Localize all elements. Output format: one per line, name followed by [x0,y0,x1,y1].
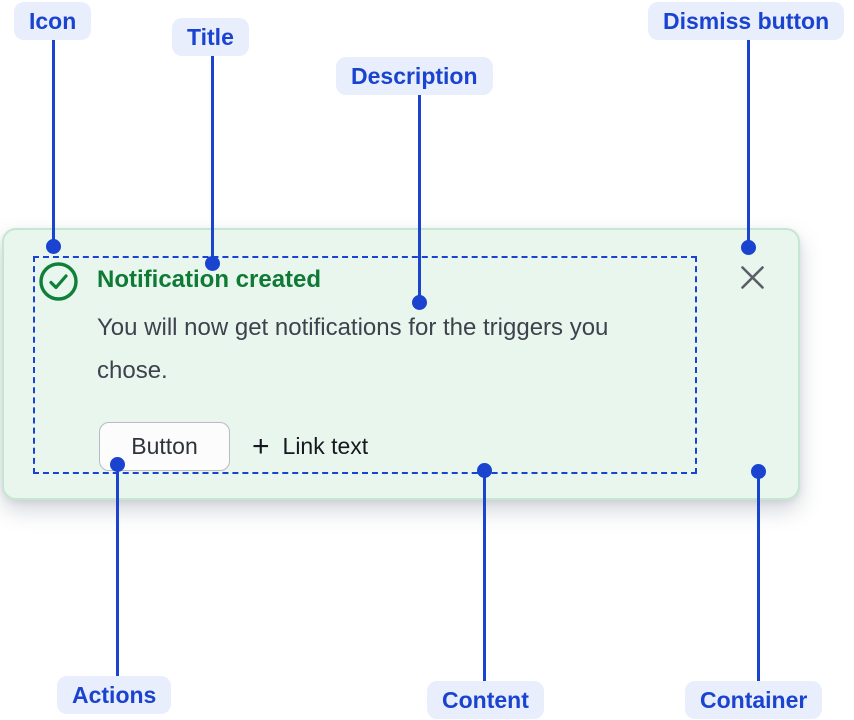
annotation-dot-container [750,463,766,479]
annotation-dot-dismiss [740,239,756,255]
action-link[interactable]: + Link text [252,422,368,471]
close-icon [739,264,766,291]
dismiss-button[interactable] [735,260,769,294]
annotation-label-dismiss: Dismiss button [648,2,845,40]
annotation-label-container: Container [685,681,823,719]
annotation-line-title [210,56,214,259]
annotation-line-container [756,475,760,681]
annotation-line-content [482,474,486,681]
notification-description: You will now get notifications for the t… [97,314,609,384]
annotation-label-content: Content [427,681,544,719]
annotation-dot-title [204,255,220,271]
action-link-label: Link text [282,433,369,459]
annotation-line-dismiss [746,40,750,243]
annotation-dot-actions [109,456,125,472]
annotation-line-actions [115,468,119,676]
annotation-label-description: Description [336,57,493,95]
annotation-dot-description [411,294,427,310]
annotation-label-title: Title [172,18,249,56]
notification-title: Notification created [97,266,322,293]
annotation-line-icon [51,40,55,241]
check-circle-icon [38,261,79,302]
annotation-label-actions: Actions [57,676,172,714]
annotation-label-icon: Icon [14,2,92,40]
annotation-dot-content [476,462,492,478]
annotation-dot-icon [45,238,61,254]
action-button[interactable]: Button [99,422,230,471]
plus-icon: + [252,429,270,463]
annotation-line-description [417,95,421,298]
